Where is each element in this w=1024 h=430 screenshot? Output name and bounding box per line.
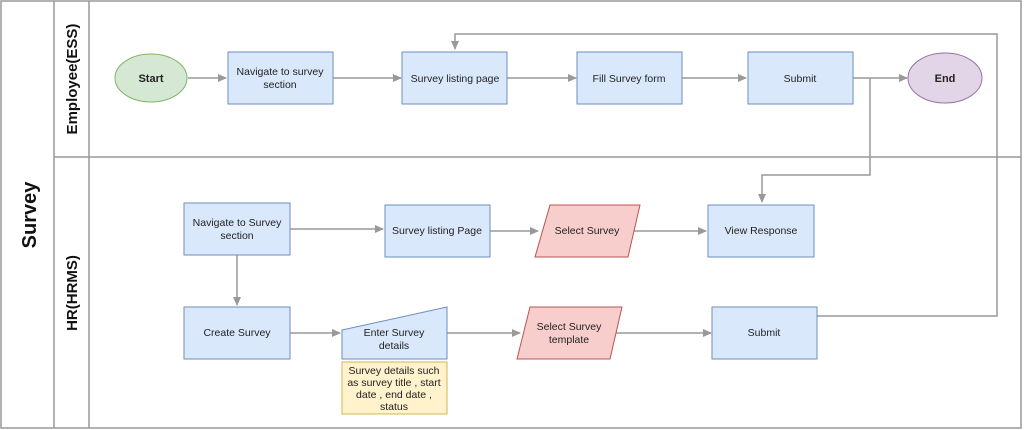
emp-fill-label: Fill Survey form	[593, 73, 666, 85]
note-line4: status	[380, 401, 408, 413]
edges	[188, 33, 998, 337]
pool-title: Survey	[19, 181, 41, 249]
hr-navigate-label-line2: section	[220, 230, 253, 242]
emp-navigate-label-line1: Navigate to survey	[237, 66, 325, 78]
hr-listing-label: Survey listing Page	[392, 225, 482, 237]
end-node	[907, 52, 983, 104]
hr-submit-node	[711, 306, 818, 360]
emp-listing-label: Survey listing page	[411, 73, 500, 85]
edge-submit-to-view-response	[758, 78, 871, 203]
note-line1: Survey details such	[348, 365, 439, 377]
hr-navigate-node	[183, 202, 291, 256]
note-line3: date , end date ,	[356, 389, 432, 401]
start-node	[114, 53, 188, 103]
hr-select-survey-label: Select Survey	[555, 225, 621, 237]
emp-navigate-label-line2: section	[263, 79, 296, 91]
hr-create-label: Create Survey	[203, 327, 271, 339]
hr-enter-details-label-line2: details	[379, 340, 409, 352]
end-label: End	[935, 73, 956, 85]
hr-view-response-node	[707, 204, 815, 258]
hr-enter-details-node	[341, 306, 448, 360]
emp-listing-node	[401, 51, 508, 105]
lane-label-hr: HR(HRMS)	[64, 255, 81, 331]
lane-label-employee: Employee(ESS)	[64, 24, 81, 135]
hr-select-template-label-line2: template	[549, 334, 589, 346]
note-line2: as survey title , start	[347, 377, 440, 389]
hr-select-template-node	[516, 306, 623, 360]
start-label: Start	[138, 73, 163, 85]
survey-details-note	[341, 361, 448, 415]
emp-submit-node	[747, 51, 854, 105]
hr-view-response-label: View Response	[725, 225, 798, 237]
emp-submit-label: Submit	[784, 73, 817, 85]
hr-create-node	[183, 306, 291, 360]
emp-fill-node	[576, 51, 683, 105]
hr-select-template-label-line1: Select Survey	[537, 321, 603, 333]
hr-navigate-label-line1: Navigate to Survey	[193, 217, 282, 229]
hr-submit-label: Submit	[748, 327, 781, 339]
emp-navigate-node	[227, 51, 334, 105]
hr-enter-details-label-line1: Enter Survey	[364, 327, 425, 339]
hr-listing-node	[384, 204, 491, 258]
edge-hr-submit-to-listing	[451, 33, 998, 317]
hr-select-survey-node	[534, 204, 641, 258]
